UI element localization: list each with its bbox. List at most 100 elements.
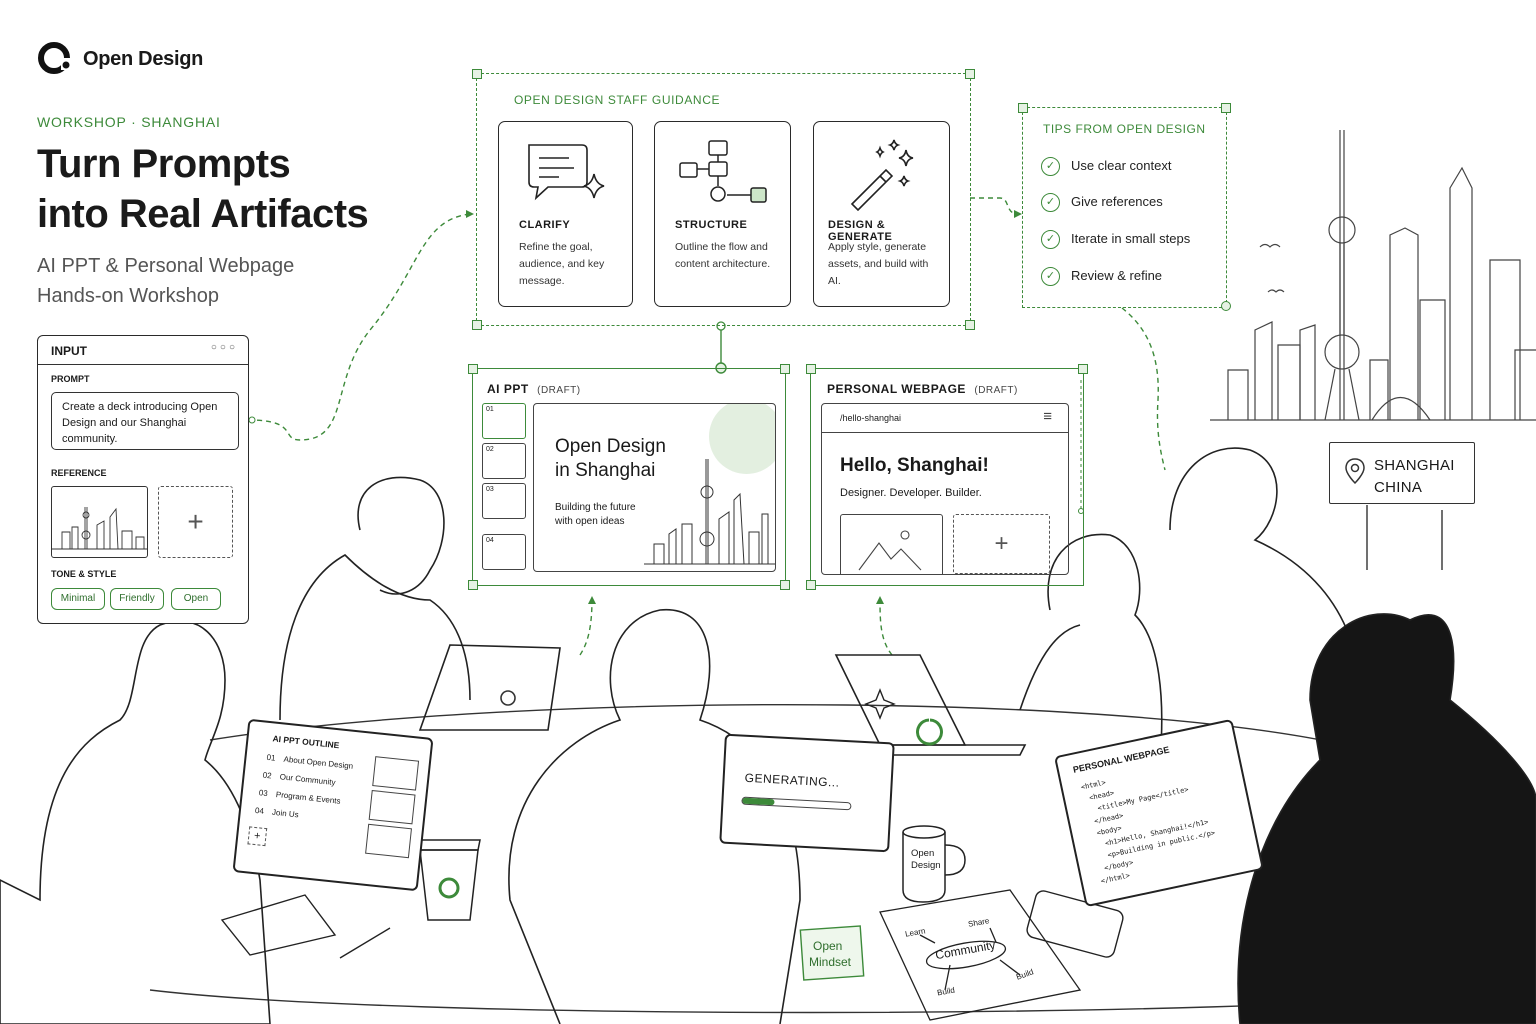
outline-num: 01 (266, 752, 276, 763)
skyline-thumbnail-icon (52, 507, 147, 550)
code-line: <body> (1096, 824, 1123, 838)
table-edge (209, 703, 1401, 761)
hero-subtitle-line2: Hands-on Workshop (37, 285, 219, 307)
tone-chip-minimal[interactable]: Minimal (51, 588, 105, 610)
slide-thumbnail[interactable]: 03 (482, 483, 526, 519)
tip-label: Review & refine (1071, 268, 1163, 283)
tips-panel (1022, 107, 1227, 308)
hamburger-menu-icon[interactable]: ≡ (1043, 408, 1052, 425)
chat-bubble-sparkle-icon (528, 144, 605, 201)
ai-ppt-status: (DRAFT) (537, 385, 581, 396)
mug (902, 825, 966, 903)
thumb-number: 01 (486, 406, 494, 413)
outline-thumb (368, 789, 416, 825)
outline-thumb (372, 756, 420, 791)
outline-label: Join Us (271, 807, 300, 820)
progress-fill (742, 797, 776, 806)
tip-label: Iterate in small steps (1071, 231, 1191, 246)
reference-image-skyline[interactable] (51, 486, 148, 558)
selection-handle (1078, 364, 1088, 374)
selection-handle (468, 364, 478, 374)
guidance-card-design-generate: DESIGN & GENERATE Apply style, generate … (813, 121, 950, 307)
location-line2: CHINA (1374, 479, 1423, 496)
slide-skyline-illustration (644, 459, 775, 565)
outline-label: Our Community (279, 772, 336, 788)
outline-num: 03 (258, 788, 269, 799)
mug-text-line2: Design (911, 860, 941, 871)
slide-thumbnail[interactable]: 04 (482, 534, 526, 570)
flowchart-icon (679, 140, 767, 203)
brand-logo[interactable]: Open Design (37, 40, 237, 76)
brand-name: Open Design (83, 48, 204, 70)
slide-subtitle-line1: Building the future (555, 502, 636, 513)
selection-handle (806, 580, 816, 590)
outline-thumb (365, 823, 412, 859)
mindmap-paper (879, 889, 1082, 1021)
prompt-textarea[interactable]: Create a deck introducing Open Design an… (51, 392, 239, 450)
card-text: Outline the flow and content architectur… (675, 241, 771, 270)
slide-preview[interactable]: Open Design in Shanghai Building the fut… (533, 403, 776, 572)
input-panel-header: INPUT ○○○ (38, 336, 248, 365)
guidance-card-structure: STRUCTURE Outline the flow and content a… (654, 121, 791, 307)
tone-chip-open[interactable]: Open (171, 588, 221, 610)
reference-label: REFERENCE (51, 468, 107, 478)
browser-address-bar: /hello-shanghai ≡ (822, 404, 1068, 433)
location-pin-icon (1345, 458, 1365, 485)
slide-thumbnail[interactable]: 02 (482, 443, 526, 479)
hero-title-line1: Turn Prompts (37, 142, 291, 186)
webpage-heading: Hello, Shanghai! (840, 455, 989, 476)
tone-chip-friendly[interactable]: Friendly (110, 588, 164, 610)
guidance-heading: OPEN DESIGN STAFF GUIDANCE (514, 93, 721, 107)
slide-thumbnail[interactable]: 01 (482, 403, 526, 439)
selection-handle (780, 364, 790, 374)
mountain-image-icon (858, 530, 922, 571)
prompt-label: PROMPT (51, 374, 90, 384)
laptop-green-logo (916, 718, 943, 746)
add-section-button[interactable]: + (953, 514, 1050, 574)
ai-ppt-draft-panel (472, 368, 786, 586)
location-sign: SHANGHAI CHINA (1329, 442, 1475, 504)
selection-handle (1018, 103, 1028, 113)
laptop-outline-screen: AI PPT OUTLINE 01 About Open Design 02 O… (232, 718, 434, 892)
hero-eyebrow: WORKSHOP · SHANGHAI (37, 114, 221, 130)
code-line: </html> (1100, 871, 1131, 886)
outline-num: 02 (262, 770, 273, 781)
browser-url[interactable]: /hello-shanghai (840, 413, 902, 423)
outline-label: Program & Events (275, 790, 341, 806)
check-circle-icon: ✓ (1041, 193, 1060, 212)
webpage-draft-panel (810, 368, 1084, 586)
outline-add-button[interactable]: + (247, 826, 268, 847)
tip-label: Use clear context (1071, 158, 1172, 173)
generating-text: GENERATING... (744, 770, 840, 790)
shanghai-skyline (1210, 130, 1536, 421)
location-line1: SHANGHAI (1374, 457, 1455, 474)
selection-handle (965, 69, 975, 79)
ai-ppt-title-row: AI PPT (DRAFT) (487, 380, 581, 398)
thumb-number: 03 (486, 486, 494, 493)
input-panel: INPUT ○○○ PROMPT Create a deck introduci… (37, 335, 249, 624)
outline-item: 03 Program & Events (258, 788, 341, 806)
code-line: <head> (1088, 788, 1115, 803)
prompt-text: Create a deck introducing Open Design an… (62, 401, 218, 445)
slide-title-line1: Open Design (555, 436, 666, 457)
magic-wand-icon (850, 139, 914, 211)
outline-title: AI PPT OUTLINE (272, 733, 340, 751)
web-up-arrow-line (879, 597, 893, 656)
ai-ppt-title: AI PPT (487, 382, 529, 396)
progress-track (741, 796, 852, 811)
selection-handle (780, 580, 790, 590)
selection-handle (806, 364, 816, 374)
guidance-to-tips-connector (970, 197, 1019, 215)
webpage-status: (DRAFT) (974, 385, 1018, 396)
outline-item: 01 About Open Design (266, 753, 353, 771)
guidance-card-clarify: CLARIFY Refine the goal, audience, and k… (498, 121, 633, 307)
check-circle-icon: ✓ (1041, 157, 1060, 176)
card-text: Apply style, generate assets, and build … (828, 241, 929, 287)
input-panel-title: INPUT (51, 344, 87, 358)
sticky-note-line2: Mindset (809, 955, 852, 969)
ppt-up-arrow-line (579, 597, 593, 656)
add-reference-button[interactable]: + (158, 486, 233, 558)
selection-handle (1221, 103, 1231, 113)
tone-label: TONE & STYLE (51, 569, 117, 579)
